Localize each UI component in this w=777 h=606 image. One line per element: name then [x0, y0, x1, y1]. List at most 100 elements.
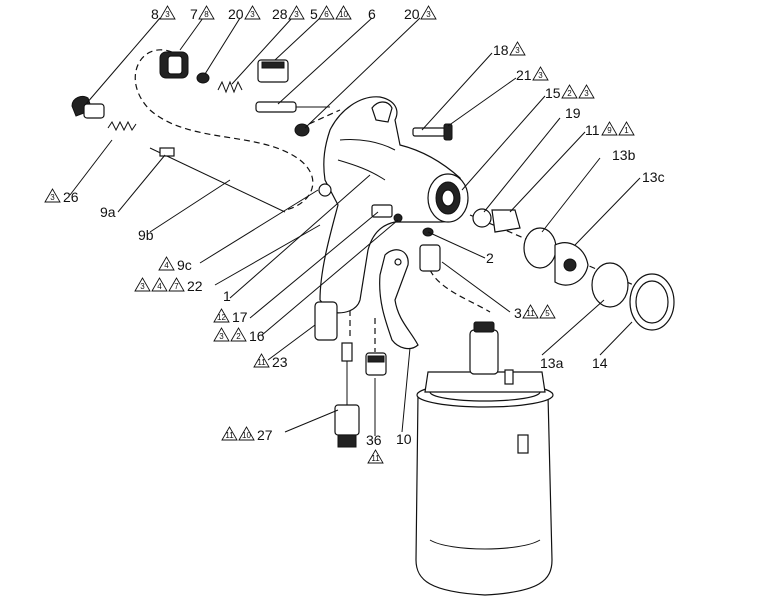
- ref-number: 4: [164, 261, 169, 270]
- part-label-p2: 2: [486, 250, 494, 266]
- ref-number: 3: [538, 71, 543, 80]
- ref-triangle-icon: [335, 5, 352, 20]
- part-number: 15: [545, 85, 561, 101]
- ref-triangle-icon: [532, 66, 549, 81]
- ref-triangle-icon: [601, 121, 618, 136]
- ref-number: 2: [236, 332, 241, 341]
- part-label-p10: 10: [396, 431, 412, 447]
- part-number: 13c: [642, 169, 665, 185]
- ref-number: 11: [225, 431, 234, 440]
- ref-triangle-icon: [618, 121, 635, 136]
- part-number: 26: [63, 189, 79, 205]
- ref-triangle-icon: [158, 256, 175, 271]
- part-number: 19: [565, 105, 581, 121]
- part-number: 13b: [612, 147, 636, 163]
- part-number: 8: [151, 6, 159, 22]
- ref-triangle-icon: [244, 5, 261, 20]
- part-number: 11: [585, 122, 600, 138]
- ref-triangle-icon: [230, 327, 247, 342]
- ref-number: 8: [204, 10, 209, 19]
- ref-triangle-icon: [213, 308, 230, 323]
- part-number: 14: [592, 355, 608, 371]
- part-number: 6: [368, 6, 376, 22]
- ref-number: 11: [526, 309, 535, 318]
- ref-triangle-icon: [318, 5, 335, 20]
- part-label-p21: 21 3: [516, 66, 549, 83]
- ref-number: 10: [339, 10, 348, 19]
- leader-lines: [69, 17, 641, 436]
- ref-triangle-icon: [539, 304, 556, 319]
- ref-triangle-icon: [134, 277, 151, 292]
- ref-number: 6: [324, 10, 329, 19]
- ref-number: 2: [567, 89, 572, 98]
- ref-number: 4: [157, 282, 162, 291]
- part-label-p9b: 9b: [138, 227, 154, 243]
- part-number: 20: [404, 6, 420, 22]
- part-label-p11: 11 9 1: [585, 121, 635, 138]
- part-number: 20: [228, 6, 244, 22]
- ref-triangle-icon: [578, 84, 595, 99]
- part-label-p16: 3 2 16: [213, 327, 265, 344]
- ref-number: 3: [219, 332, 224, 341]
- part-label-p13a: 13a: [540, 355, 564, 371]
- trigger: [379, 249, 419, 350]
- ref-number: 3: [426, 10, 431, 19]
- ref-number: 3: [584, 89, 589, 98]
- ref-number: 3: [250, 10, 255, 19]
- part-number: 21: [516, 67, 532, 83]
- ref-triangle-icon: [509, 41, 526, 56]
- part-number: 7: [190, 6, 198, 22]
- ref-triangle-icon: [367, 449, 384, 464]
- part-number: 27: [257, 427, 273, 443]
- part-label-p18: 18 3: [493, 41, 526, 58]
- ref-triangle-icon: [253, 353, 270, 368]
- part-label-p9a: 9a: [100, 204, 116, 220]
- part-number: 16: [249, 328, 265, 344]
- part-label-p28: 28 3: [272, 5, 305, 22]
- part-number: 17: [232, 309, 248, 325]
- ref-number: 7: [174, 282, 179, 291]
- part-label-p19: 19: [565, 105, 581, 121]
- ref-triangle-icon: [288, 5, 305, 20]
- ref-number: 3: [294, 10, 299, 19]
- ref-triangle-icon: [420, 5, 437, 20]
- ref-number: 1: [624, 126, 629, 135]
- part-label-p14: 14: [592, 355, 608, 371]
- ref-number: 11: [371, 454, 380, 463]
- ref-number: 10: [242, 431, 251, 440]
- ref-triangle-icon: [238, 426, 255, 441]
- part-number: 22: [187, 278, 203, 294]
- part-label-p13b: 13b: [612, 147, 636, 163]
- ref-number: 3: [165, 10, 170, 19]
- part-number: 3: [514, 305, 522, 321]
- part-label-p20a: 20 3: [228, 5, 261, 22]
- part-number: 9a: [100, 204, 116, 220]
- part-label-p20b: 20 3: [404, 5, 437, 22]
- gun-body: [319, 96, 469, 314]
- ref-triangle-icon: [221, 426, 238, 441]
- ref-triangle-icon: [44, 188, 61, 203]
- part-number: 18: [493, 42, 509, 58]
- part-label-p13c: 13c: [642, 169, 665, 185]
- ref-number: 3: [515, 46, 520, 55]
- ref-triangle-icon: [522, 304, 539, 319]
- small-parts: [71, 51, 675, 448]
- part-label-p6: 6: [368, 6, 376, 22]
- part-label-p3: 3 11 5: [514, 304, 556, 321]
- part-number: 2: [486, 250, 494, 266]
- ref-triangle-icon: [151, 277, 168, 292]
- part-number: 28: [272, 6, 288, 22]
- part-label-p1: 1: [223, 288, 231, 304]
- part-number: 36: [366, 432, 382, 448]
- ref-number: 9: [607, 126, 612, 135]
- ref-number: 5: [545, 309, 550, 318]
- part-number: 9b: [138, 227, 154, 243]
